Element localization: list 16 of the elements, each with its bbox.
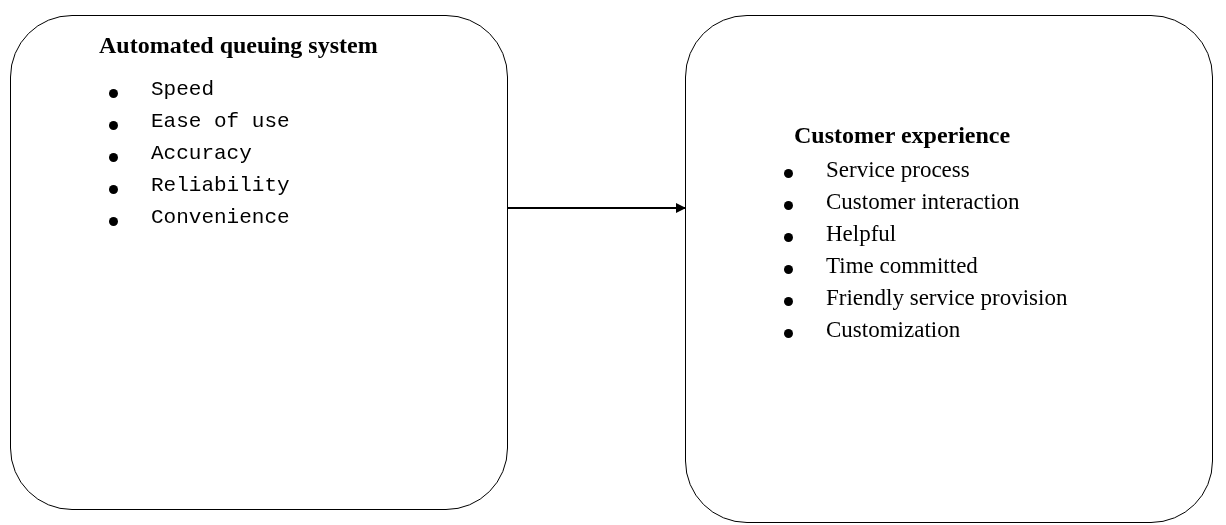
list-item: Time committed	[826, 253, 978, 279]
list-item: Reliability	[151, 174, 290, 197]
arrow	[507, 203, 686, 213]
box-heading: Customer experience	[794, 122, 1011, 149]
list-item: Service process	[826, 157, 970, 183]
box-heading: Automated queuing system	[99, 32, 378, 59]
list-item: Customization	[826, 317, 961, 343]
list-item: Speed	[151, 78, 214, 101]
list-item: Friendly service provision	[826, 285, 1068, 311]
rounded-box	[685, 15, 1213, 523]
list-item: Convenience	[151, 206, 290, 229]
list-item: Ease of use	[151, 110, 290, 133]
rounded-box	[10, 15, 508, 510]
list-item: Helpful	[826, 221, 897, 247]
list-item: Accuracy	[151, 142, 252, 165]
list-item: Customer interaction	[826, 189, 1020, 215]
